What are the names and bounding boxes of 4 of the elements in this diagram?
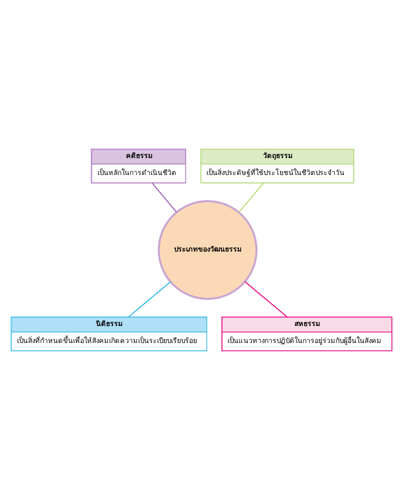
connector [152, 182, 178, 212]
connector [238, 182, 264, 212]
connector [128, 280, 171, 317]
connector [244, 280, 288, 317]
